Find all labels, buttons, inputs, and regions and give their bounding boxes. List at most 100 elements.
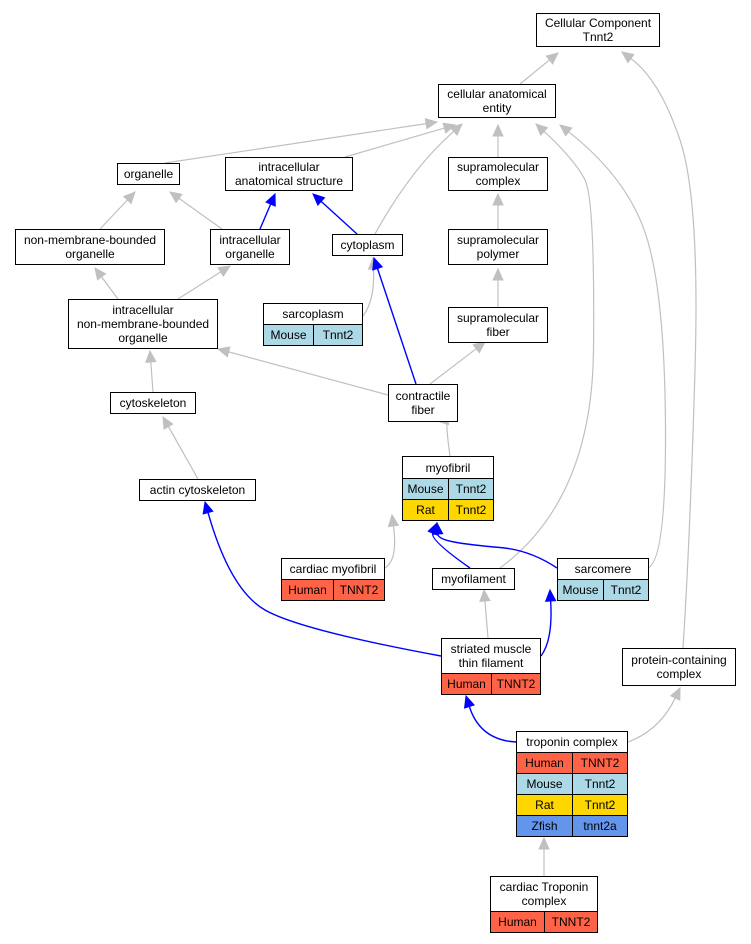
node-label: cardiac myofibril bbox=[289, 562, 377, 576]
node-cytoplasm[interactable]: cytoplasm bbox=[332, 234, 403, 256]
arrowhead bbox=[217, 265, 232, 278]
edge-cytoskeleton-to-intracellular-nmb-organelle bbox=[145, 349, 157, 393]
node-actin-cytoskeleton[interactable]: actin cytoskeleton bbox=[139, 479, 256, 501]
node-label: protein-containing complex bbox=[631, 653, 727, 681]
node-cellular-anatomical-entity[interactable]: cellular anatomical entity bbox=[438, 84, 556, 118]
arrowhead bbox=[169, 191, 183, 204]
arrowhead bbox=[202, 500, 214, 515]
node-label: organelle bbox=[123, 167, 174, 181]
node-label: cellular anatomical entity bbox=[447, 87, 547, 115]
node-supramolecular-fiber[interactable]: supramolecular fiber bbox=[448, 307, 548, 343]
gene-cell[interactable]: TNNT2 bbox=[491, 674, 540, 694]
arrowhead bbox=[669, 686, 681, 701]
node-label: intracellular organelle bbox=[219, 233, 281, 261]
node-intracellular-nmb-organelle[interactable]: intracellular non-membrane-bounded organ… bbox=[68, 299, 218, 349]
species-cell: Rat bbox=[517, 795, 572, 815]
species-cell: Mouse bbox=[403, 479, 448, 499]
gene-cell[interactable]: Tnnt2 bbox=[313, 325, 362, 345]
edge-cytoplasm-to-intracellular-anatomical-structure bbox=[312, 193, 358, 235]
gene-cell[interactable]: Tnnt2 bbox=[572, 774, 627, 794]
edge-intracellular-nmb-organelle-to-non-membrane-bounded-organelle bbox=[94, 267, 119, 300]
edge-troponin-complex-to-protein-containing-complex bbox=[627, 686, 681, 743]
node-contractile-fiber[interactable]: contractile fiber bbox=[388, 384, 458, 422]
arrowhead bbox=[94, 267, 107, 281]
node-label: sarcoplasm bbox=[282, 307, 344, 321]
arrowhead bbox=[265, 192, 276, 207]
node-label: non-membrane-bounded organelle bbox=[23, 233, 157, 261]
edge-cytoplasm-to-cellular-anatomical-entity bbox=[374, 123, 463, 235]
arrowhead bbox=[559, 124, 573, 137]
gene-cell[interactable]: tnnt2a bbox=[572, 816, 627, 836]
node-intracellular-organelle[interactable]: intracellular organelle bbox=[210, 229, 290, 265]
arrowhead bbox=[492, 123, 504, 137]
node-cytoskeleton[interactable]: cytoskeleton bbox=[110, 392, 196, 414]
gene-cell[interactable]: Tnnt2 bbox=[448, 479, 493, 499]
node-supramolecular-polymer[interactable]: supramolecular polymer bbox=[448, 229, 548, 265]
node-label: supramolecular fiber bbox=[456, 311, 540, 339]
gene-cell[interactable]: Tnnt2 bbox=[448, 500, 493, 520]
arrowhead bbox=[162, 415, 174, 430]
edge-protein-containing-complex-to-cellular-component bbox=[621, 51, 697, 649]
node-label: cytoskeleton bbox=[119, 396, 187, 410]
node-non-membrane-bounded-organelle[interactable]: non-membrane-bounded organelle bbox=[15, 229, 165, 265]
arrowhead bbox=[145, 349, 157, 363]
node-cellular-component[interactable]: Cellular Component Tnnt2 bbox=[536, 13, 660, 47]
arrowhead bbox=[463, 694, 475, 709]
gene-cell[interactable]: TNNT2 bbox=[544, 912, 597, 932]
edge-supramolecular-complex-to-cellular-anatomical-entity bbox=[492, 123, 504, 157]
arrowhead bbox=[492, 267, 504, 281]
arrowhead bbox=[442, 122, 457, 134]
node-label: supramolecular complex bbox=[456, 160, 540, 188]
edge-sarcomere-to-cellular-anatomical-entity bbox=[559, 124, 667, 569]
arrowhead bbox=[545, 52, 559, 65]
node-intracellular-anatomical-structure[interactable]: intracellular anatomical structure bbox=[225, 157, 353, 191]
arrowhead bbox=[372, 256, 384, 271]
arrowhead bbox=[544, 588, 557, 602]
edge-supramolecular-polymer-to-supramolecular-complex bbox=[492, 192, 504, 229]
arrowhead bbox=[424, 118, 439, 130]
node-label: intracellular non-membrane-bounded organ… bbox=[76, 303, 210, 345]
node-myofilament[interactable]: myofilament bbox=[432, 568, 515, 590]
species-cell: Rat bbox=[403, 500, 448, 520]
species-cell: Human bbox=[442, 674, 491, 694]
node-organelle[interactable]: organelle bbox=[117, 163, 180, 185]
node-protein-containing-complex[interactable]: protein-containing complex bbox=[622, 648, 736, 686]
species-cell: Human bbox=[491, 912, 544, 932]
gene-cell[interactable]: Tnnt2 bbox=[603, 580, 648, 600]
arrowhead bbox=[479, 588, 491, 602]
species-cell: Mouse bbox=[264, 325, 313, 345]
arrowhead bbox=[312, 193, 326, 207]
edge-supramolecular-fiber-to-supramolecular-polymer bbox=[492, 267, 504, 307]
node-label: sarcomere bbox=[574, 562, 632, 576]
arrowhead bbox=[216, 346, 231, 358]
arrowhead bbox=[472, 341, 486, 354]
arrowhead bbox=[538, 836, 550, 850]
edge-cardiac-troponin-complex-to-troponin-complex bbox=[538, 836, 550, 876]
node-label: troponin complex bbox=[526, 735, 618, 749]
node-label: actin cytoskeleton bbox=[149, 483, 246, 497]
node-supramolecular-complex[interactable]: supramolecular complex bbox=[448, 157, 548, 191]
gene-cell[interactable]: Tnnt2 bbox=[572, 795, 627, 815]
edge-contractile-fiber-to-supramolecular-fiber bbox=[429, 341, 486, 385]
edge-intracellular-organelle-to-intracellular-anatomical-structure bbox=[259, 192, 276, 230]
gene-cell[interactable]: TNNT2 bbox=[572, 753, 627, 773]
gene-cell[interactable]: TNNT2 bbox=[333, 580, 384, 600]
species-cell: Mouse bbox=[558, 580, 603, 600]
edge-striated-muscle-thin-filament-to-myofilament bbox=[479, 588, 491, 639]
node-label: cardiac Troponin complex bbox=[499, 880, 589, 908]
edge-sarcomere-to-myofibril bbox=[431, 521, 558, 569]
